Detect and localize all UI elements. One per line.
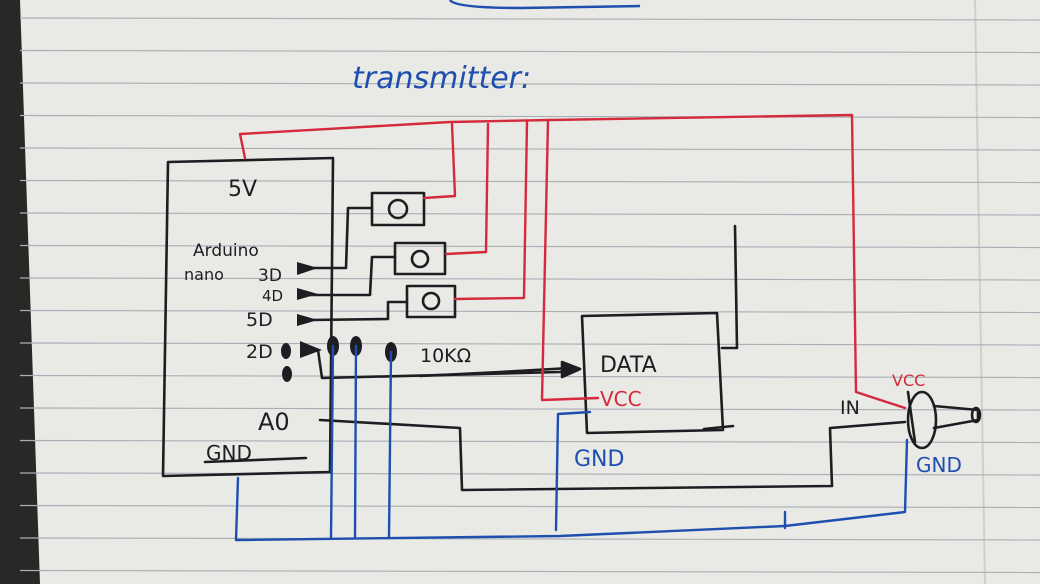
paper-sheet: [20, 0, 1040, 584]
vcc-to-module: [540, 118, 600, 402]
sensor-gnd-label: GND: [916, 453, 962, 477]
gnd-rail: [234, 438, 909, 542]
gnd-to-module: [554, 410, 592, 532]
sensor-body-line: [906, 390, 917, 444]
ruled-line: [19, 342, 1040, 346]
wire-btn2-d4: [308, 255, 397, 297]
gnd-drop-1: [329, 344, 335, 540]
ruled-line: [19, 277, 1040, 281]
vcc-to-button-2: [444, 122, 490, 256]
vcc-rail: [238, 113, 907, 410]
module-vcc-label: VCC: [600, 387, 642, 411]
ruled-lines: [19, 17, 1040, 574]
pin-d4-label: 4D: [262, 287, 283, 305]
pin-a0-label: A0: [258, 408, 290, 436]
arrow-to-data: [560, 360, 582, 379]
red-wiring-vcc: [238, 113, 907, 410]
ruled-line: [19, 374, 1040, 379]
ruled-line: [19, 439, 1040, 444]
wire-btn1-d3: [308, 206, 374, 270]
sensor-probe-tip: [970, 406, 982, 424]
ruled-line: [19, 537, 1040, 541]
ruled-line: [19, 114, 1040, 119]
button-1-knob: [387, 198, 409, 220]
rf-module-edge: [702, 424, 735, 431]
ruled-line: [19, 179, 1040, 184]
ruled-line: [19, 17, 1040, 21]
rf-antenna: [720, 224, 739, 350]
wire-a0-to-sensor-in: [318, 418, 907, 492]
ruled-line: [19, 407, 1040, 411]
pin-d2-label: 2D: [246, 341, 273, 363]
sensor-probe: [932, 404, 980, 430]
arduino-model-label: nano: [184, 265, 224, 284]
wire-btn3-d5: [308, 300, 409, 322]
ruled-line: [19, 212, 1040, 216]
ruled-line: [19, 82, 1040, 86]
button-2: [393, 241, 447, 276]
ruled-line: [19, 147, 1040, 151]
gnd-drop-3: [387, 350, 393, 539]
ruled-line: [19, 244, 1040, 249]
arduino-name-label: Arduino: [193, 241, 259, 261]
vcc-to-button-1: [422, 122, 457, 200]
module-gnd-label: GND: [574, 447, 624, 472]
button-2-knob: [410, 249, 430, 269]
arduino-board: [161, 156, 335, 478]
gnd-underline: [203, 456, 308, 464]
ruled-line: [19, 309, 1040, 314]
gnd-drop-2: [353, 344, 358, 540]
wire-resistor-to-data: [418, 366, 572, 378]
ruled-line: [19, 569, 1040, 574]
ruled-line: [19, 472, 1040, 476]
resistor-label: 10KΩ: [420, 345, 471, 367]
sensor-body: [906, 390, 938, 450]
vcc-to-button-3: [453, 120, 529, 301]
stray-blue-stroke: [448, 0, 641, 10]
ruled-line: [19, 504, 1040, 509]
page-fold: [974, 0, 986, 584]
arduino-5v-label: 5V: [228, 177, 257, 202]
pin-d5-label: 5D: [246, 309, 273, 331]
rf-module: [580, 311, 725, 435]
module-data-label: DATA: [600, 353, 657, 378]
sensor-vcc-label: VCC: [892, 371, 925, 390]
blue-wiring-gnd: [234, 344, 909, 542]
sensor-in-label: IN: [840, 397, 860, 419]
button-3-knob: [421, 291, 441, 311]
diagram-title: transmitter:: [352, 61, 531, 96]
ruled-line: [19, 49, 1040, 54]
pin-d3-label: 3D: [258, 266, 282, 286]
arduino-gnd-label: GND: [206, 441, 252, 465]
